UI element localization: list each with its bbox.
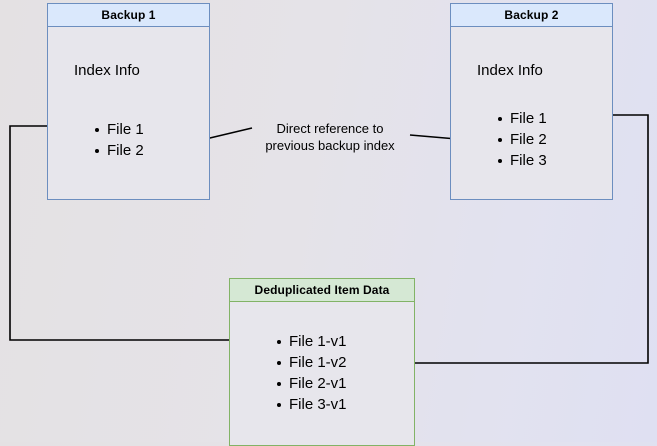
list-item: File 3-v1 xyxy=(276,394,347,415)
backup-2-file-list: File 1 File 2 File 3 xyxy=(497,108,547,171)
deduplicated-item-data-header: Deduplicated Item Data xyxy=(230,279,414,302)
list-item: File 2-v1 xyxy=(276,373,347,394)
list-item: File 2 xyxy=(94,140,144,161)
list-item: File 1 xyxy=(94,119,144,140)
deduplicated-item-data-box[interactable]: Deduplicated Item Data File 1-v1 File 1-… xyxy=(229,278,415,446)
backup-2-box[interactable]: Backup 2 Index Info File 1 File 2 File 3 xyxy=(450,3,613,200)
backup-2-index-info-label: Index Info xyxy=(477,62,543,79)
backup-1-index-info-label: Index Info xyxy=(74,62,140,79)
list-item: File 1-v1 xyxy=(276,331,347,352)
list-item: File 3 xyxy=(497,150,547,171)
list-item: File 1-v2 xyxy=(276,352,347,373)
deduplicated-file-list: File 1-v1 File 1-v2 File 2-v1 File 3-v1 xyxy=(276,331,347,415)
direct-reference-label: Direct reference to previous backup inde… xyxy=(265,121,395,153)
backup-1-file-list: File 1 File 2 xyxy=(94,119,144,161)
backup-2-header: Backup 2 xyxy=(451,4,612,27)
backup-1-header: Backup 1 xyxy=(48,4,209,27)
list-item: File 2 xyxy=(497,129,547,150)
backup-1-box[interactable]: Backup 1 Index Info File 1 File 2 xyxy=(47,3,210,200)
list-item: File 1 xyxy=(497,108,547,129)
